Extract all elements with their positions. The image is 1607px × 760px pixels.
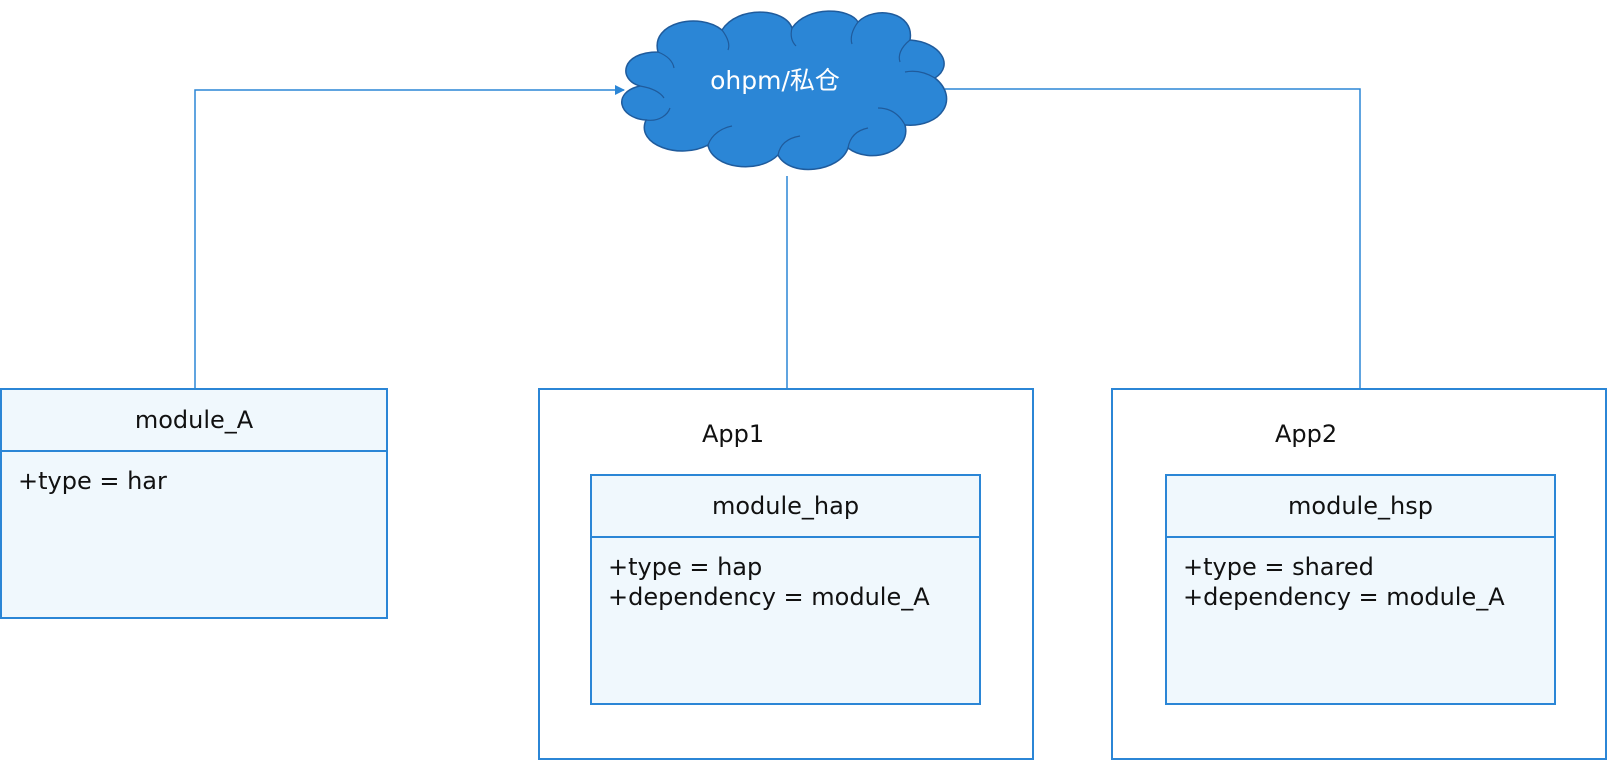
module-a-title: module_A [2,390,386,452]
app1-label: App1 [702,420,765,448]
publish-connector [194,85,625,390]
module-hsp-attr-dependency: +dependency = module_A [1183,583,1505,611]
module-hap-box[interactable]: module_hap +type = hap +dependency = mod… [590,474,981,705]
module-hap-attr-dependency: +dependency = module_A [608,583,930,611]
module-hap-title: module_hap [592,476,979,538]
module-hsp-box[interactable]: module_hsp +type = shared +dependency = … [1165,474,1556,705]
module-hsp-attrs: +type = shared +dependency = module_A [1167,538,1554,612]
module-hsp-attr-type: +type = shared [1183,553,1374,581]
module-hap-attrs: +type = hap +dependency = module_A [592,538,979,612]
module-hap-attr-type: +type = hap [608,553,763,581]
module-a-box[interactable]: module_A +type = har [0,388,388,619]
module-a-attrs: +type = har [2,452,386,496]
module-a-attr: +type = har [18,467,167,495]
module-hsp-title: module_hsp [1167,476,1554,538]
cloud-label: ohpm/私仓 [710,66,840,95]
app2-label: App2 [1275,420,1338,448]
